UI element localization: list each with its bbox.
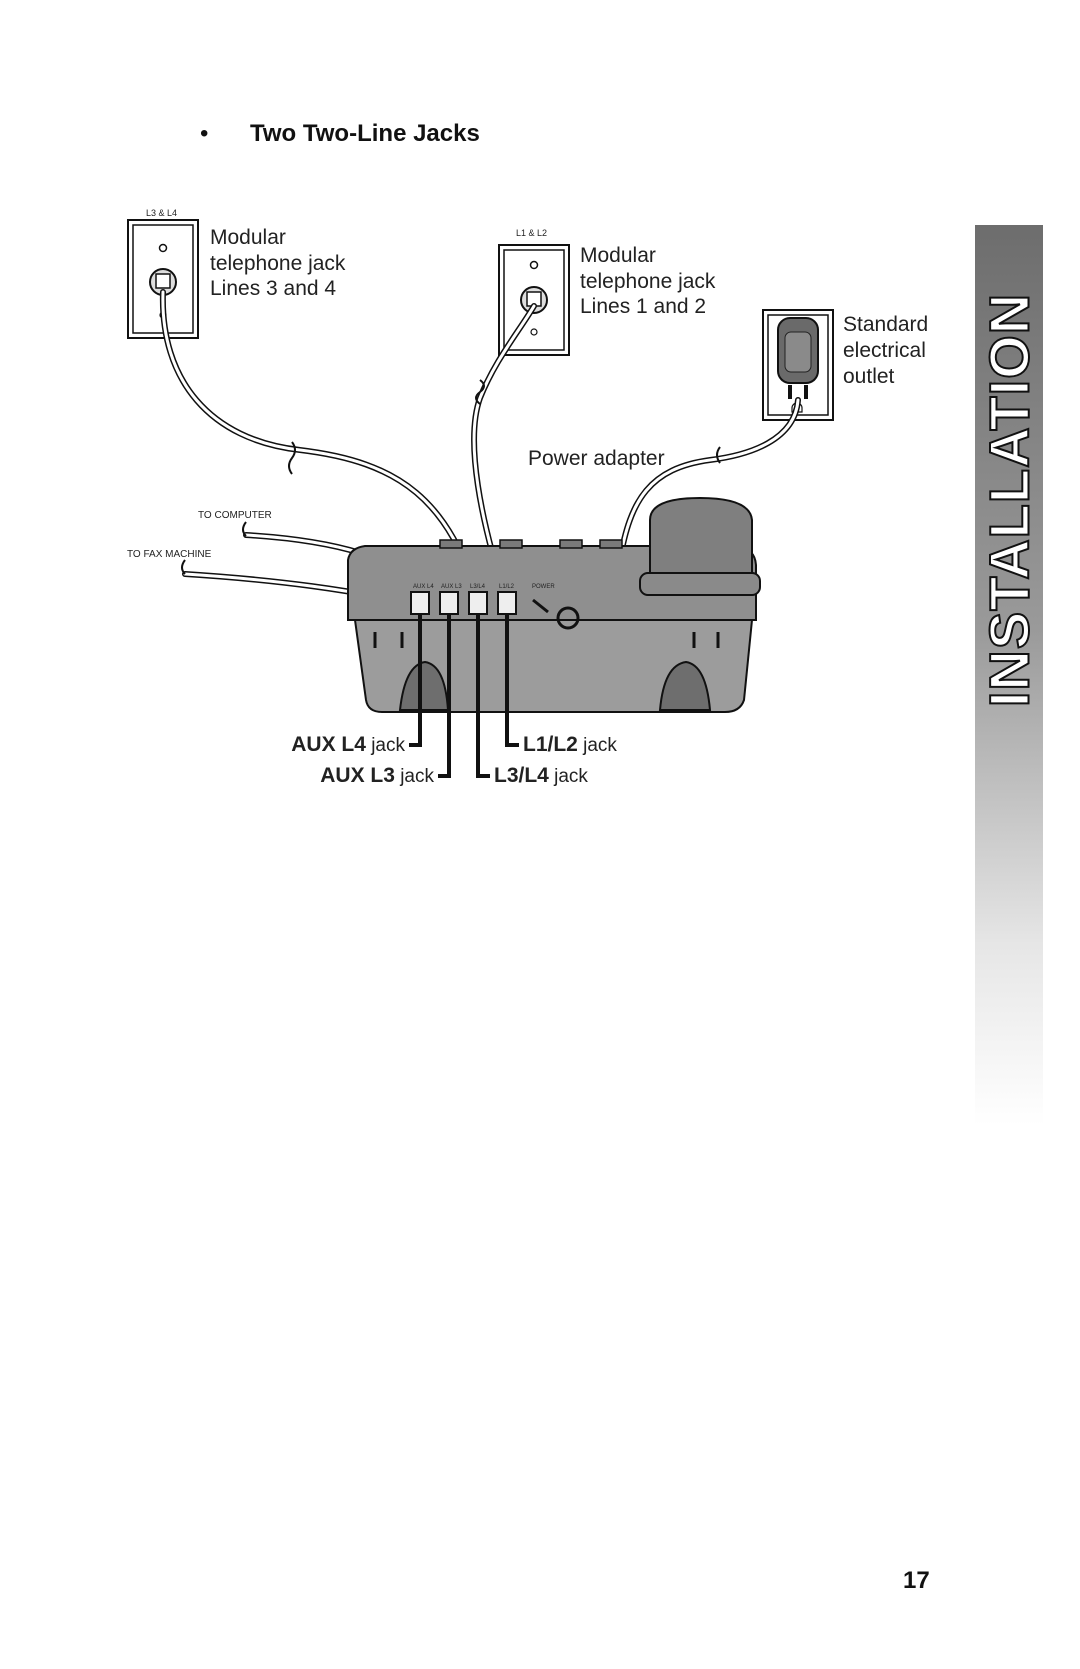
outlet-label-1: Standard bbox=[843, 313, 928, 336]
jack-tag-l1-l2: L1 & L2 bbox=[516, 228, 547, 238]
jack-left-label-1: Modular bbox=[210, 226, 286, 249]
port-label-l1-l2: L1/L2 bbox=[499, 584, 515, 590]
to-fax-label: TO FAX MACHINE bbox=[127, 549, 212, 560]
port-label-aux-l4: AUX L4 bbox=[413, 584, 434, 590]
port-label-l3-l4: L3/L4 bbox=[470, 584, 486, 590]
outlet-label-3: outlet bbox=[843, 365, 895, 388]
bullet: • bbox=[200, 120, 209, 147]
jack-tag-l3-l4: L3 & L4 bbox=[146, 208, 177, 218]
jack-right-label-2: telephone jack bbox=[580, 270, 716, 293]
callout-lines bbox=[409, 614, 519, 778]
phone-base bbox=[347, 496, 761, 713]
side-tab-label: INSTALLATION bbox=[977, 292, 1042, 708]
outlet-label-2: electrical bbox=[843, 339, 926, 362]
section-heading: • Two Two-Line Jacks bbox=[200, 120, 480, 148]
port-label-power: POWER bbox=[532, 584, 555, 590]
jack-left-label-2: telephone jack bbox=[210, 252, 346, 275]
callout-l1-l2: L1/L2 jack bbox=[523, 733, 617, 756]
jack-right-label-3: Lines 1 and 2 bbox=[580, 295, 706, 318]
callout-aux-l3: AUX L3 jack bbox=[320, 764, 434, 787]
heading-title: Two Two-Line Jacks bbox=[250, 120, 480, 147]
page-number: 17 bbox=[903, 1567, 930, 1594]
jack-right-label-1: Modular bbox=[580, 244, 656, 267]
to-computer-label: TO COMPUTER bbox=[198, 510, 272, 521]
port-label-aux-l3: AUX L3 bbox=[441, 584, 462, 590]
side-tab: INSTALLATION bbox=[975, 225, 1043, 1125]
callout-l3-l4: L3/L4 jack bbox=[494, 764, 588, 787]
electrical-outlet bbox=[762, 309, 834, 421]
power-adapter-label: Power adapter bbox=[528, 447, 665, 470]
callout-aux-l4: AUX L4 jack bbox=[291, 733, 405, 756]
jack-left-label-3: Lines 3 and 4 bbox=[210, 277, 336, 300]
